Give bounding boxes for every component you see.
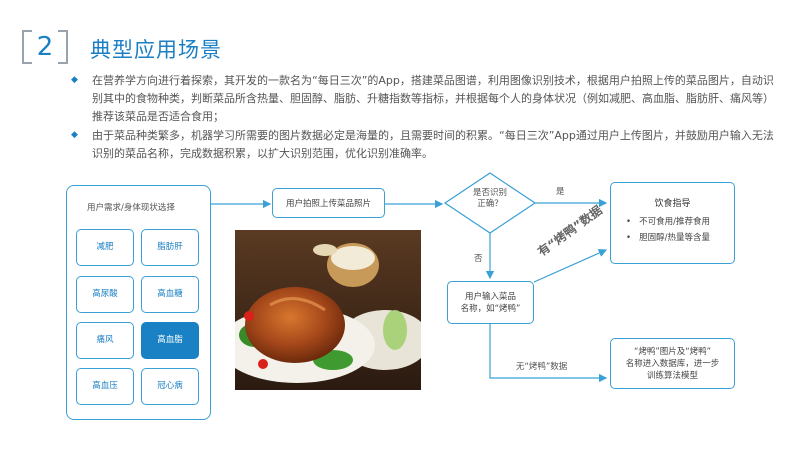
panel-title: 用户需求/身体现状选择: [87, 203, 175, 213]
diet-guidance-node: 饮食指导 • 不可食用/推荐食用 • 胆固醇/热量等含量: [610, 182, 735, 264]
tag-4[interactable]: 痛风: [76, 322, 134, 359]
tag-2[interactable]: 高尿酸: [76, 276, 134, 313]
database-node: “烤鸭”图片及“烤鸭” 名称进入数据库，进一步 训练算法模型: [610, 338, 735, 389]
input-line-2: 名称，如“烤鸭”: [460, 303, 521, 314]
arrow-no-data: [489, 324, 608, 383]
db-line-2: 名称进入数据库，进一步: [625, 358, 720, 369]
diet-item: • 胆固醇/热量等含量: [626, 233, 710, 243]
diamond-bullet-icon: ◆: [71, 130, 78, 140]
upload-photo-text: 用户拍照上传菜品照片: [285, 199, 371, 209]
bullet-text: 由于菜品种类繁多，机器学习所需要的图片数据必定是海量的，且需要时间的积累。“每日…: [92, 129, 774, 160]
right-bracket: [58, 30, 68, 64]
bullet-item: ◆ 在营养学方向进行着探索，其开发的一款名为“每日三次”的App，搭建菜品图谱，…: [70, 72, 776, 126]
diamond-bullet-icon: ◆: [71, 75, 78, 85]
no-label: 否: [474, 254, 483, 264]
page-title: 典型应用场景: [90, 38, 222, 62]
roast-duck-photo: [235, 230, 421, 390]
tag-0[interactable]: 减肥: [76, 229, 134, 266]
section-number: 2: [22, 30, 68, 64]
diet-item: • 不可食用/推荐食用: [626, 217, 710, 227]
diet-item-text: 不可食用/推荐食用: [639, 217, 710, 227]
tag-7[interactable]: 冠心病: [141, 368, 199, 405]
tag-5-selected[interactable]: 高血脂: [141, 322, 199, 359]
tag-6[interactable]: 高血压: [76, 368, 134, 405]
no-data-label: 无“烤鸭”数据: [516, 362, 568, 372]
decision-line-2: 正确？: [477, 199, 503, 209]
bullet-item: ◆ 由于菜品种类繁多，机器学习所需要的图片数据必定是海量的，且需要时间的积累。“…: [70, 127, 776, 163]
section-number-text: 2: [36, 32, 54, 62]
tag-3[interactable]: 高血糖: [141, 276, 199, 313]
diet-title: 饮食指导: [654, 199, 691, 209]
left-bracket: [22, 30, 32, 64]
decision-line-1: 是否识别: [472, 188, 507, 198]
bullet-text: 在营养学方向进行着探索，其开发的一款名为“每日三次”的App，搭建菜品图谱，利用…: [92, 74, 774, 123]
roast-duck-image: [235, 230, 421, 390]
decision-text: 是否识别 正确？: [469, 188, 511, 210]
input-line-1: 用户输入菜品: [464, 291, 516, 302]
diet-item-text: 胆固醇/热量等含量: [639, 233, 710, 243]
arrow-has-data: [533, 249, 608, 283]
input-name-node: 用户输入菜品 名称，如“烤鸭”: [447, 281, 534, 324]
yes-label: 是: [556, 187, 565, 197]
db-line-3: 训练算法模型: [646, 370, 698, 381]
db-line-1: “烤鸭”图片及“烤鸭”: [633, 346, 712, 357]
tag-1[interactable]: 脂肪肝: [141, 229, 199, 266]
bullet-list: ◆ 在营养学方向进行着探索，其开发的一款名为“每日三次”的App，搭建菜品图谱，…: [70, 72, 776, 164]
upload-photo-node: 用户拍照上传菜品照片: [272, 188, 385, 218]
